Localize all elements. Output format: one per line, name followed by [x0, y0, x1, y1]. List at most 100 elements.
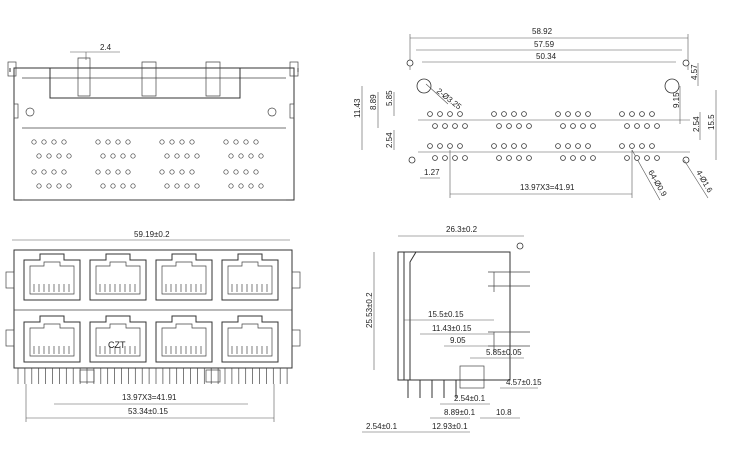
pcb-dim-overall: 58.92 — [532, 27, 553, 36]
rj45-port-inner — [29, 323, 75, 357]
pcb-hole — [629, 111, 635, 117]
pin-hole — [66, 153, 72, 159]
pcb-hole — [506, 155, 512, 161]
pcb-hole — [624, 123, 630, 129]
pcb-hole — [644, 123, 650, 129]
pcb-hole — [575, 143, 581, 149]
pin-hole — [223, 139, 229, 145]
pcb-hole — [521, 111, 527, 117]
pin-hole — [223, 169, 229, 175]
rj45-port — [155, 315, 213, 363]
pcb-hole — [570, 155, 576, 161]
pcb-dim-1-27: 1.27 — [424, 168, 440, 177]
pcb-hole — [570, 123, 576, 129]
pcb-dim-5-85: 5.85 — [385, 90, 394, 106]
side-dim-height: 25.53±0.2 — [365, 292, 374, 328]
top-view-peg-hole — [25, 107, 35, 117]
pin-hole — [120, 153, 126, 159]
pcb-mount-hole-small — [406, 59, 414, 67]
top-view-pin-grid — [22, 127, 286, 201]
pin-hole — [189, 139, 195, 145]
pcb-hole — [654, 155, 660, 161]
pcb-hole — [432, 155, 438, 161]
pcb-hole — [634, 155, 640, 161]
pcb-mount-hole-large — [416, 78, 432, 94]
pin-hole — [46, 153, 52, 159]
pin-hole — [66, 183, 72, 189]
pcb-hole — [511, 143, 517, 149]
pcb-hole — [501, 111, 507, 117]
side-dim-2-54b: 2.54±0.1 — [366, 422, 398, 431]
side-view-front-face — [397, 251, 417, 381]
pin-hole — [164, 183, 170, 189]
side-dim-2-54: 2.54±0.1 — [454, 394, 486, 403]
pcb-hole — [575, 111, 581, 117]
pcb-layout-view: 58.92 57.59 50.34 11.43 8.89 5.85 2.54 4… — [353, 27, 717, 201]
pin-hole — [253, 139, 259, 145]
pcb-hole — [511, 111, 517, 117]
side-dim-15-5: 15.5±0.15 — [428, 310, 464, 319]
top-view-tab — [205, 61, 221, 97]
pcb-dim-pitch-total: 13.97X3=41.91 — [520, 183, 575, 192]
pin-hole — [56, 183, 62, 189]
pin-hole — [164, 153, 170, 159]
side-view-tab — [459, 365, 485, 389]
pcb-dim-inner: 50.34 — [536, 52, 557, 61]
pcb-hole — [590, 155, 596, 161]
pin-hole — [115, 139, 121, 145]
top-view-tab — [141, 61, 157, 97]
pcb-hole — [649, 111, 655, 117]
pcb-hole — [555, 111, 561, 117]
rj45-port — [89, 315, 147, 363]
pcb-hole — [427, 111, 433, 117]
front-view-pins — [17, 368, 288, 384]
pin-hole — [233, 169, 239, 175]
side-view: 26.3±0.2 25.53±0.2 15.5±0.15 11.43±0.15 … — [362, 225, 542, 433]
pin-hole — [174, 153, 180, 159]
pcb-hole — [491, 111, 497, 117]
pcb-hole — [580, 155, 586, 161]
pcb-hole — [624, 155, 630, 161]
pcb-hole — [491, 143, 497, 149]
pcb-hole — [462, 155, 468, 161]
pin-hole — [110, 153, 116, 159]
pin-hole — [41, 139, 47, 145]
pin-hole — [36, 183, 42, 189]
side-dim-10-8: 10.8 — [496, 408, 512, 417]
pcb-hole — [560, 155, 566, 161]
pin-hole — [243, 139, 249, 145]
side-view-leds — [488, 271, 530, 352]
pin-hole — [36, 153, 42, 159]
pin-hole — [105, 139, 111, 145]
pcb-hole — [585, 143, 591, 149]
pin-hole — [194, 153, 200, 159]
pin-hole — [184, 183, 190, 189]
rj45-port — [23, 253, 81, 301]
pin-hole — [31, 169, 37, 175]
pcb-hole — [565, 111, 571, 117]
pcb-hole — [432, 123, 438, 129]
top-view-latch-right — [289, 61, 299, 77]
side-dim-5-85: 5.85±0.05 — [486, 348, 522, 357]
pin-hole — [258, 153, 264, 159]
pin-hole — [95, 169, 101, 175]
pin-hole — [120, 183, 126, 189]
pcb-mount-hole-small — [682, 59, 690, 67]
pcb-hole — [649, 143, 655, 149]
rj45-port — [221, 253, 279, 301]
top-view-body — [13, 67, 295, 201]
pcb-hole — [447, 143, 453, 149]
front-view-body — [13, 249, 293, 369]
pcb-hole — [501, 143, 507, 149]
pcb-hole — [437, 143, 443, 149]
pcb-hole — [639, 143, 645, 149]
front-dim-pitch-total: 13.97X3=41.91 — [122, 393, 177, 402]
pcb-dim-mid: 57.59 — [534, 40, 555, 49]
front-dim-width: 59.19±0.2 — [134, 230, 170, 239]
pin-hole — [189, 169, 195, 175]
pin-hole — [56, 153, 62, 159]
top-view-dim-pitch: 2.4 — [100, 43, 112, 52]
pin-hole — [243, 169, 249, 175]
rj45-port-inner — [95, 323, 141, 357]
